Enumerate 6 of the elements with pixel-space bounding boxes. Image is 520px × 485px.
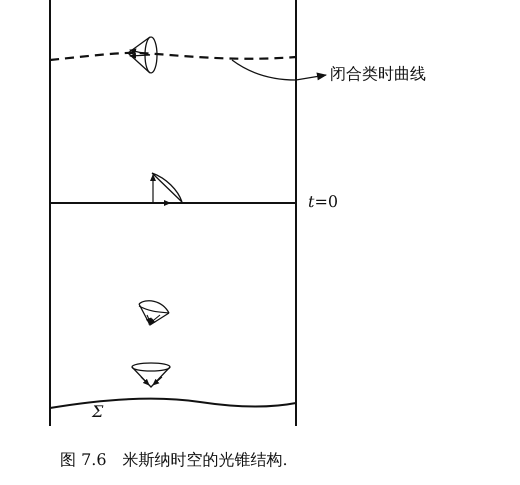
figure-caption: 图 7.6 米斯纳时空的光锥结构. — [60, 450, 288, 471]
leader-line — [232, 59, 327, 81]
surface-label: Σ — [92, 402, 104, 421]
curve-label: 闭合类时曲线 — [330, 64, 426, 85]
time-label: t=0 — [308, 192, 338, 211]
dashed-curve — [50, 52, 296, 62]
